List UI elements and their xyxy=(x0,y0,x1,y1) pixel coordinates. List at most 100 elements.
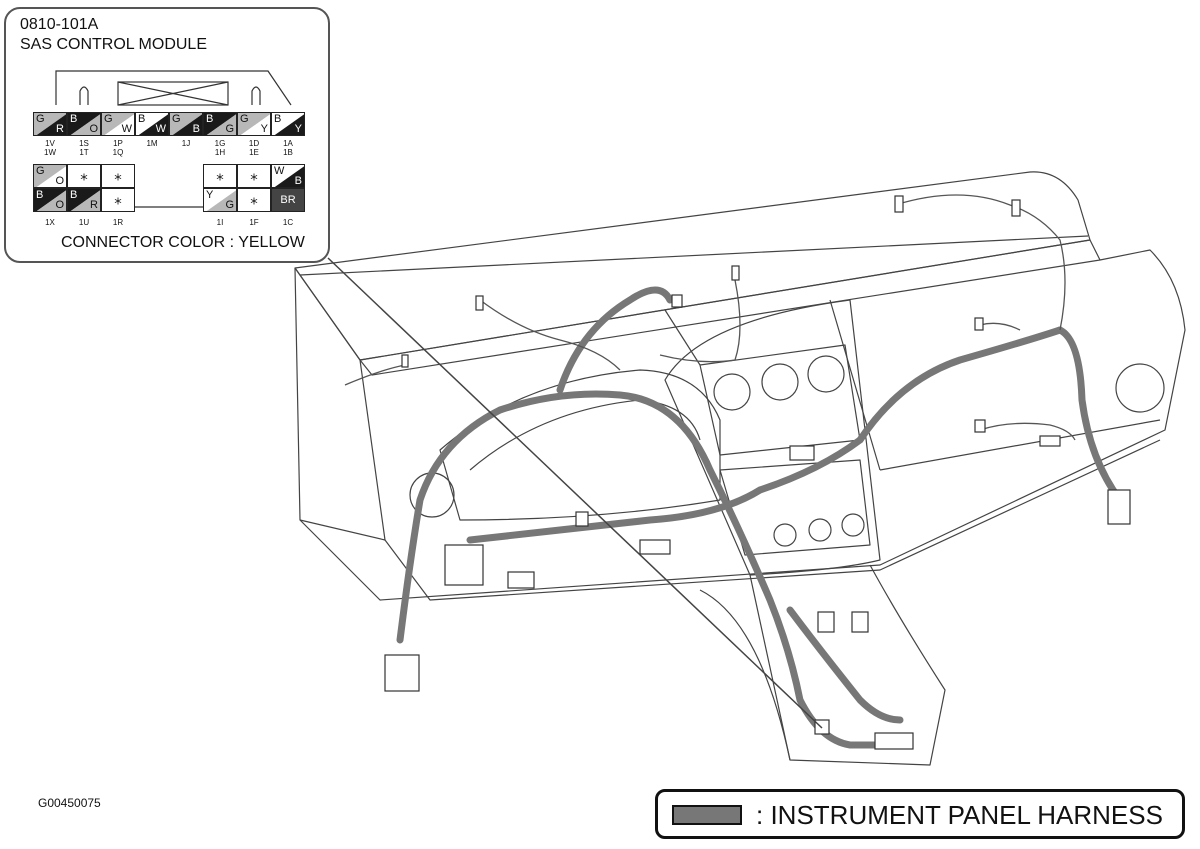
panel-seam-left xyxy=(664,309,701,366)
pin-label: 1V xyxy=(45,139,55,148)
connector-a xyxy=(894,195,904,213)
pin-cell-mid-2: ⁎ xyxy=(101,164,135,188)
center-console xyxy=(749,564,946,766)
panel-seam xyxy=(829,299,881,471)
connector-code: 0810-101A xyxy=(20,16,99,33)
connector-f xyxy=(401,354,409,368)
cluster-hood xyxy=(439,369,721,521)
legend-swatch xyxy=(672,805,742,825)
vent-1 xyxy=(713,373,751,411)
connector-g xyxy=(974,317,984,331)
connector-c xyxy=(731,265,740,281)
knob-3 xyxy=(841,513,865,537)
cluster-hood-inner xyxy=(469,399,701,471)
dashboard-top-outline xyxy=(294,171,1091,361)
wire-left-end xyxy=(344,364,406,386)
pin-cell-bot-7: BR xyxy=(271,188,305,212)
pin-cell-mid-1: ⁎ xyxy=(67,164,101,188)
pin-label: 1E xyxy=(249,148,259,157)
connector-b xyxy=(1011,199,1021,217)
connector-m xyxy=(817,611,835,633)
knob-2 xyxy=(808,518,832,542)
vent-2 xyxy=(761,363,799,401)
connector-l xyxy=(507,571,535,589)
pin-label: 1D xyxy=(248,139,260,148)
pin-cell-mid-6: ⁎ xyxy=(237,164,271,188)
connector-color-label: CONNECTOR COLOR : YELLOW xyxy=(61,234,305,251)
connector-q xyxy=(789,445,815,461)
pin-cell-bot-2: ⁎ xyxy=(101,188,135,212)
connector-n xyxy=(851,611,869,633)
harness-console xyxy=(786,606,904,724)
legend-box: : INSTRUMENT PANEL HARNESS xyxy=(655,789,1185,839)
wire-right-upper xyxy=(979,322,1021,331)
pin-label: 1A xyxy=(283,139,293,148)
pin-label: 1G xyxy=(214,139,226,148)
vent-3 xyxy=(807,355,845,393)
callout-leader xyxy=(327,257,823,729)
wire-top-left xyxy=(479,299,621,371)
harness-right-drop xyxy=(1056,326,1124,504)
pin-label: 1B xyxy=(283,148,293,157)
pin-label: 1H xyxy=(214,148,226,157)
callout-title: 0810-101A SAS CONTROL MODULE xyxy=(20,15,207,55)
dashboard-left-end xyxy=(294,267,386,541)
pin-label: 1W xyxy=(44,148,56,157)
pin-label: 1I xyxy=(216,218,224,227)
pin-label: 1J xyxy=(181,139,191,148)
connector-h xyxy=(974,419,986,433)
connector-r xyxy=(575,511,589,527)
figure-id: G00450075 xyxy=(38,796,101,810)
wire-top-center xyxy=(659,279,741,363)
dashboard-front-outline xyxy=(294,249,1186,601)
pin-label: 1X xyxy=(45,218,55,227)
connector-k xyxy=(444,544,484,586)
knob-1 xyxy=(773,523,797,547)
harness-up-center xyxy=(556,286,674,394)
module-name: SAS CONTROL MODULE xyxy=(20,36,207,53)
connector-e xyxy=(671,294,683,308)
pin-label: 1U xyxy=(78,218,90,227)
connector-d xyxy=(475,295,484,311)
dashboard-top-edge xyxy=(299,235,1089,276)
right-vent xyxy=(1115,363,1165,413)
harness-main-left xyxy=(396,390,914,749)
pin-cell-bot-6: ⁎ xyxy=(237,188,271,212)
glovebox-line xyxy=(879,419,1161,471)
pin-label: 1Q xyxy=(112,148,124,157)
connector-s xyxy=(639,539,671,555)
connector-o xyxy=(874,732,914,750)
pin-label: 1T xyxy=(79,148,89,157)
connector-j xyxy=(384,654,420,692)
pin-cell-mid-5: ⁎ xyxy=(203,164,237,188)
legend-label: : INSTRUMENT PANEL HARNESS xyxy=(756,800,1163,830)
wire-top-right xyxy=(894,194,1066,331)
harness-main-cross xyxy=(466,326,1064,544)
pin-label: 1S xyxy=(79,139,89,148)
pin-label: 1P xyxy=(113,139,123,148)
wire-glovebox xyxy=(979,422,1076,441)
center-stack xyxy=(664,299,881,576)
connector-t xyxy=(1039,435,1061,447)
pin-label: 1F xyxy=(249,218,259,227)
pin-label: 1M xyxy=(146,139,158,148)
pin-label: 1R xyxy=(112,218,124,227)
pin-label: 1C xyxy=(282,218,294,227)
connector-i xyxy=(1107,489,1131,525)
console-side xyxy=(699,589,791,761)
